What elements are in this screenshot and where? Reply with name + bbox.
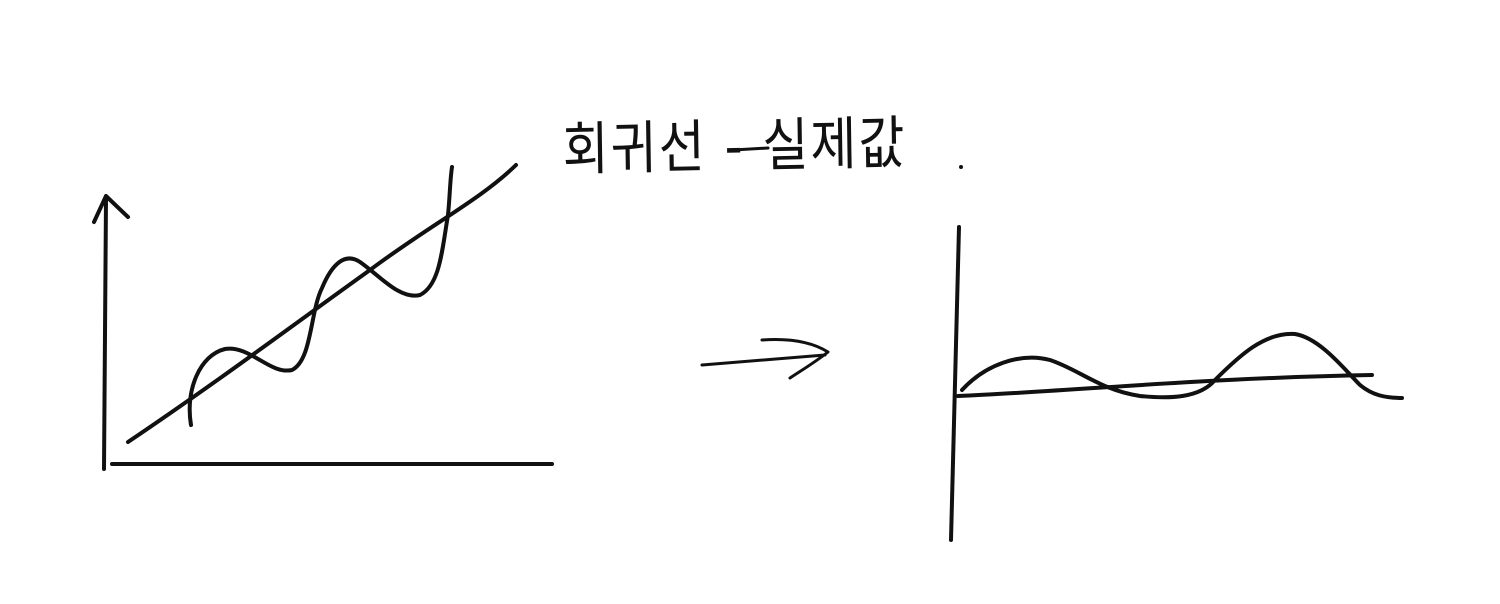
transform-arrow <box>700 338 830 380</box>
actual-values-curve <box>187 165 454 427</box>
residual-curve <box>960 331 1404 400</box>
original-plot <box>92 163 554 471</box>
regression-line <box>126 163 518 444</box>
original-y-axis-arrowhead <box>92 194 130 224</box>
original-y-axis <box>102 196 108 471</box>
annotation-dot <box>959 165 963 169</box>
arrow-shaft <box>700 353 827 367</box>
residual-y-axis <box>949 225 961 542</box>
arrow-head <box>760 338 830 380</box>
residual-baseline <box>956 373 1374 398</box>
annotation-dash <box>731 146 770 152</box>
residual-plot <box>949 225 1404 542</box>
